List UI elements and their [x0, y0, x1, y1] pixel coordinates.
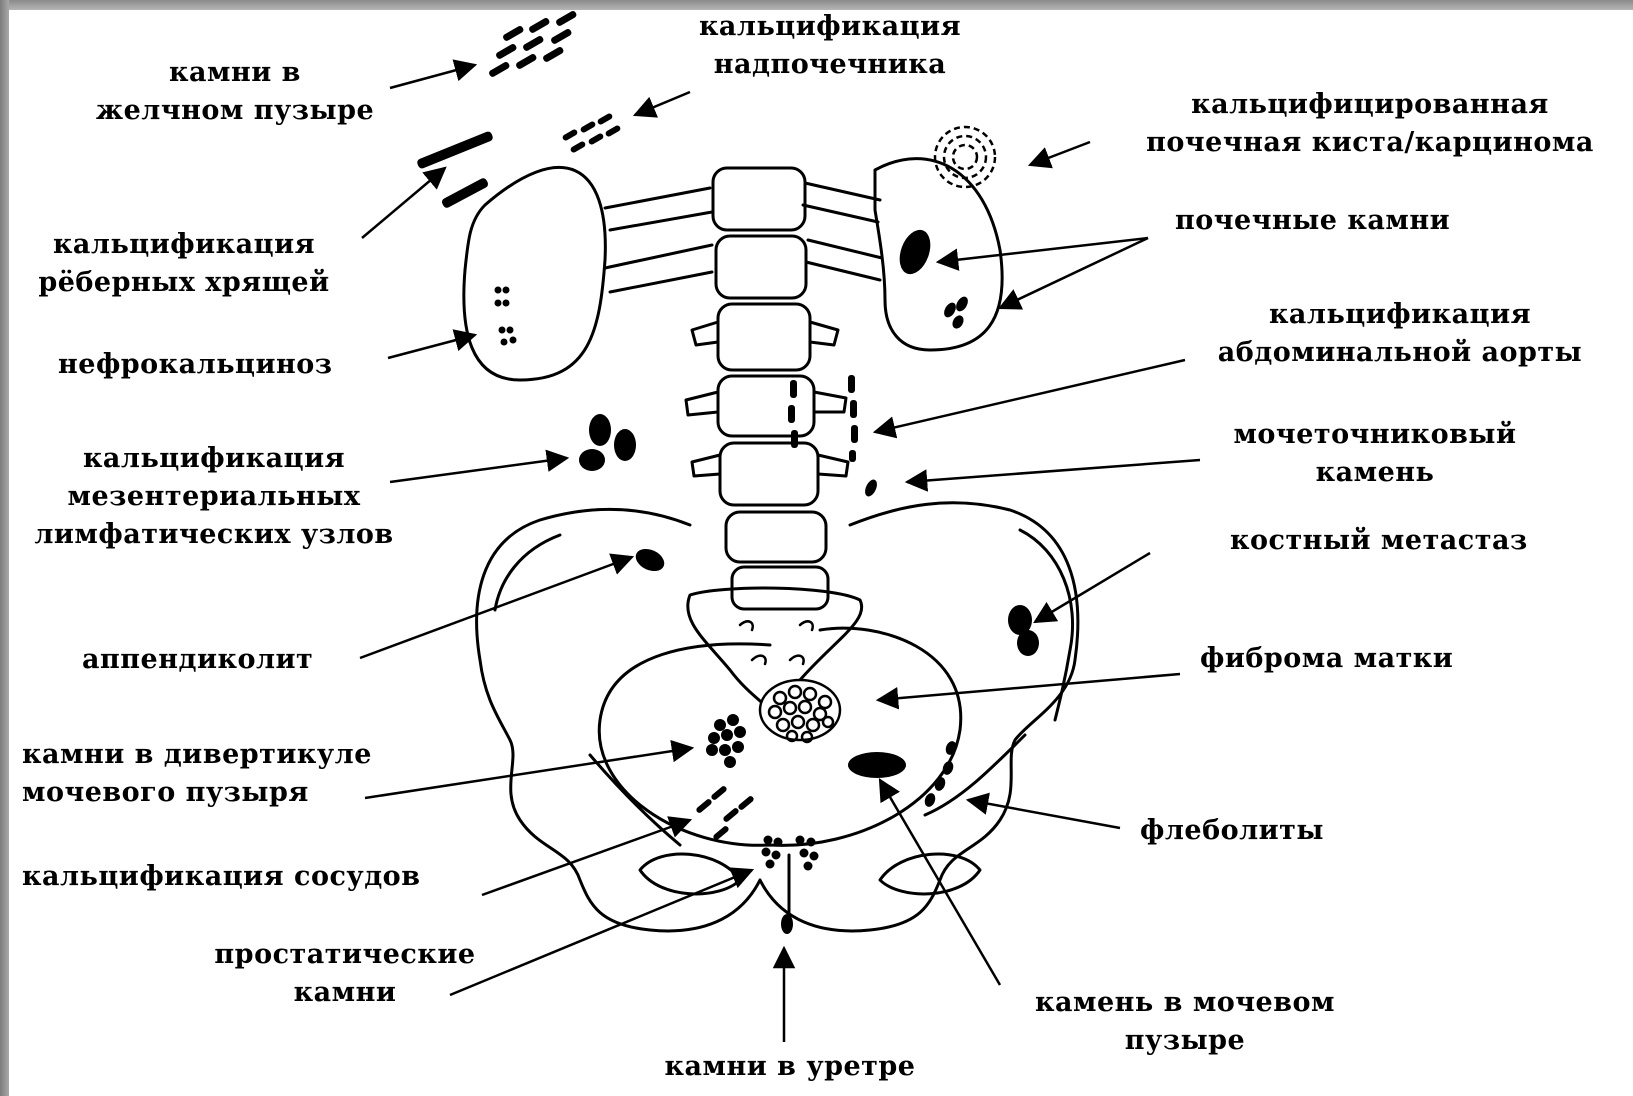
renal-stone-large: [894, 226, 936, 279]
vertebra-2: [716, 236, 806, 298]
vertebra-3: [718, 304, 810, 370]
nephrocalcinosis-dots: [495, 287, 517, 346]
arrow-renal-stone-2: [1000, 238, 1148, 308]
arrow-diverticulum: [365, 748, 692, 798]
arrow-mesenteric: [390, 458, 567, 482]
label-uterine-fibroid: фиброма матки: [1200, 640, 1453, 678]
label-aortic-calc: кальцификация абдоминальной аорты: [1180, 296, 1620, 372]
arrow-bladder-stone: [880, 780, 1000, 985]
left-kidney: [875, 159, 1002, 350]
vertebra-1: [713, 168, 805, 230]
obturator-left: [640, 854, 740, 894]
costal-calc-mark-2: [441, 177, 490, 209]
vertebra-6: [726, 512, 826, 562]
uterine-fibroid-mark: [760, 680, 840, 742]
rib-left-upper: [605, 188, 712, 230]
gallstones-marks: [488, 10, 578, 78]
arrow-gallstones: [390, 65, 475, 88]
label-bone-metastasis: костный метастаз: [1230, 522, 1528, 560]
costal-calc-mark-1: [416, 130, 494, 169]
obturator-right: [880, 854, 980, 894]
arrow-aorta: [875, 360, 1185, 432]
transverse-processes: [686, 322, 848, 476]
label-mesenteric-calc: кальцификация мезентериальных лимфатичес…: [24, 440, 404, 554]
label-costal-calc: кальцификация рёберных хрящей: [14, 226, 354, 302]
arrow-ureteric: [907, 460, 1200, 482]
mesenteric-node-2: [614, 429, 636, 461]
rib-right-upper: [803, 183, 880, 222]
diverticulum-stones-dots: [706, 714, 746, 768]
vertebra-4: [718, 376, 814, 436]
arrow-fibroid: [878, 674, 1180, 700]
arrow-phleboliths: [968, 800, 1120, 828]
label-gallstones: камни в желчном пузыре: [75, 54, 395, 130]
rib-left-lower: [605, 245, 712, 292]
mesenteric-node-3: [579, 449, 605, 471]
urethral-stone-mark: [781, 914, 793, 934]
arrow-adrenal: [635, 92, 690, 115]
arrow-renal-stone-1: [938, 238, 1148, 262]
appendicolith-mark: [632, 545, 668, 576]
label-diverticulum-stones: камни в дивертикуле мочевого пузыря: [22, 736, 372, 812]
label-renal-cyst: кальцифицированная почечная киста/карцин…: [1120, 86, 1620, 162]
arrow-renal-cyst: [1030, 142, 1090, 165]
arrow-costal: [362, 168, 445, 238]
ureteric-stone-mark: [863, 478, 880, 499]
label-ureteric-stone: мочеточниковый камень: [1205, 416, 1545, 492]
arrow-bone-metastasis: [1035, 553, 1150, 622]
mesenteric-node-1: [589, 414, 611, 446]
adrenal-calc-marks: [562, 112, 622, 153]
arrow-appendicolith: [360, 557, 632, 658]
label-appendicolith: аппендиколит: [82, 641, 313, 679]
label-renal-stones: почечные камни: [1175, 202, 1450, 240]
label-urethral-stones: камни в уретре: [640, 1048, 940, 1086]
label-bladder-stone: камень в мочевом пузыре: [1015, 984, 1355, 1060]
rib-right-lower: [806, 240, 882, 280]
bladder-stone-mark: [848, 752, 906, 778]
arrow-nephrocalcinosis: [388, 335, 475, 358]
aortic-calc-marks: [788, 375, 858, 462]
renal-cyst-mark: [935, 127, 995, 187]
vascular-calc-marks: [695, 785, 755, 841]
label-nephrocalcinosis: нефрокальциноз: [58, 346, 333, 384]
label-vascular-calc: кальцификация сосудов: [22, 858, 420, 896]
label-phleboliths: флеболиты: [1140, 812, 1324, 850]
vertebra-5: [720, 443, 818, 505]
label-adrenal-calc: кальцификация надпочечника: [680, 8, 980, 84]
label-prostatic-stones: простатические камни: [195, 936, 495, 1012]
arrow-prostatic: [450, 870, 752, 995]
right-kidney: [464, 167, 605, 380]
